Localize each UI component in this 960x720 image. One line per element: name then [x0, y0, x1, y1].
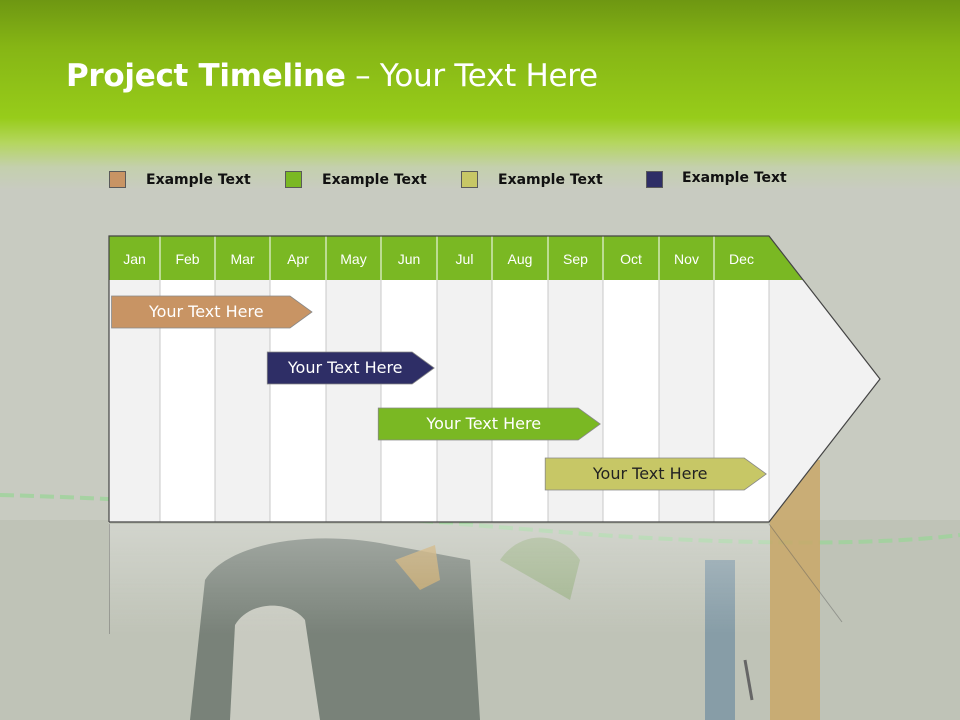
- month-label-apr: Apr: [287, 251, 309, 267]
- legend-label: Example Text: [146, 172, 251, 188]
- month-label-jan: Jan: [123, 251, 146, 267]
- slide-title: Project Timeline – Your Text Here: [66, 58, 598, 94]
- title-rest: – Your Text Here: [345, 58, 598, 94]
- timeline-arrow-outline: [108, 235, 881, 523]
- legend-label: Example Text: [498, 172, 603, 188]
- month-label-nov: Nov: [674, 251, 699, 267]
- month-label-jul: Jul: [455, 251, 474, 267]
- legend-swatch: [461, 171, 478, 188]
- month-column: [214, 235, 271, 523]
- header-band: [0, 0, 960, 190]
- month-label-mar: Mar: [230, 251, 255, 267]
- timeline-reflection: [109, 524, 770, 634]
- legend-label: Example Text: [322, 172, 427, 188]
- legend-swatch: [109, 171, 126, 188]
- title-bold: Project Timeline: [66, 58, 346, 94]
- legend-swatch: [285, 171, 302, 188]
- legend-label: Example Text: [682, 170, 787, 186]
- task-bar-arrow: [266, 351, 435, 385]
- task-bar-arrow: [377, 407, 601, 441]
- month-label-oct: Oct: [620, 251, 642, 267]
- month-column: [159, 235, 216, 523]
- month-label-aug: Aug: [507, 251, 533, 267]
- legend-swatch: [646, 171, 663, 188]
- month-label-dec: Dec: [729, 251, 754, 267]
- month-label-jun: Jun: [397, 251, 421, 267]
- task-label: Your Text Here: [426, 414, 542, 433]
- month-column: [491, 235, 549, 523]
- month-column: [436, 235, 493, 523]
- month-label-feb: Feb: [175, 251, 200, 267]
- month-label-sep: Sep: [563, 251, 588, 267]
- task-label: Your Text Here: [287, 358, 403, 377]
- task-label: Your Text Here: [148, 302, 264, 321]
- task-bar-arrow: [111, 295, 313, 329]
- task-label: Your Text Here: [592, 464, 708, 483]
- month-label-may: May: [340, 251, 367, 267]
- arrow-reflection-line: [768, 523, 843, 623]
- task-bar-arrow: [544, 457, 767, 491]
